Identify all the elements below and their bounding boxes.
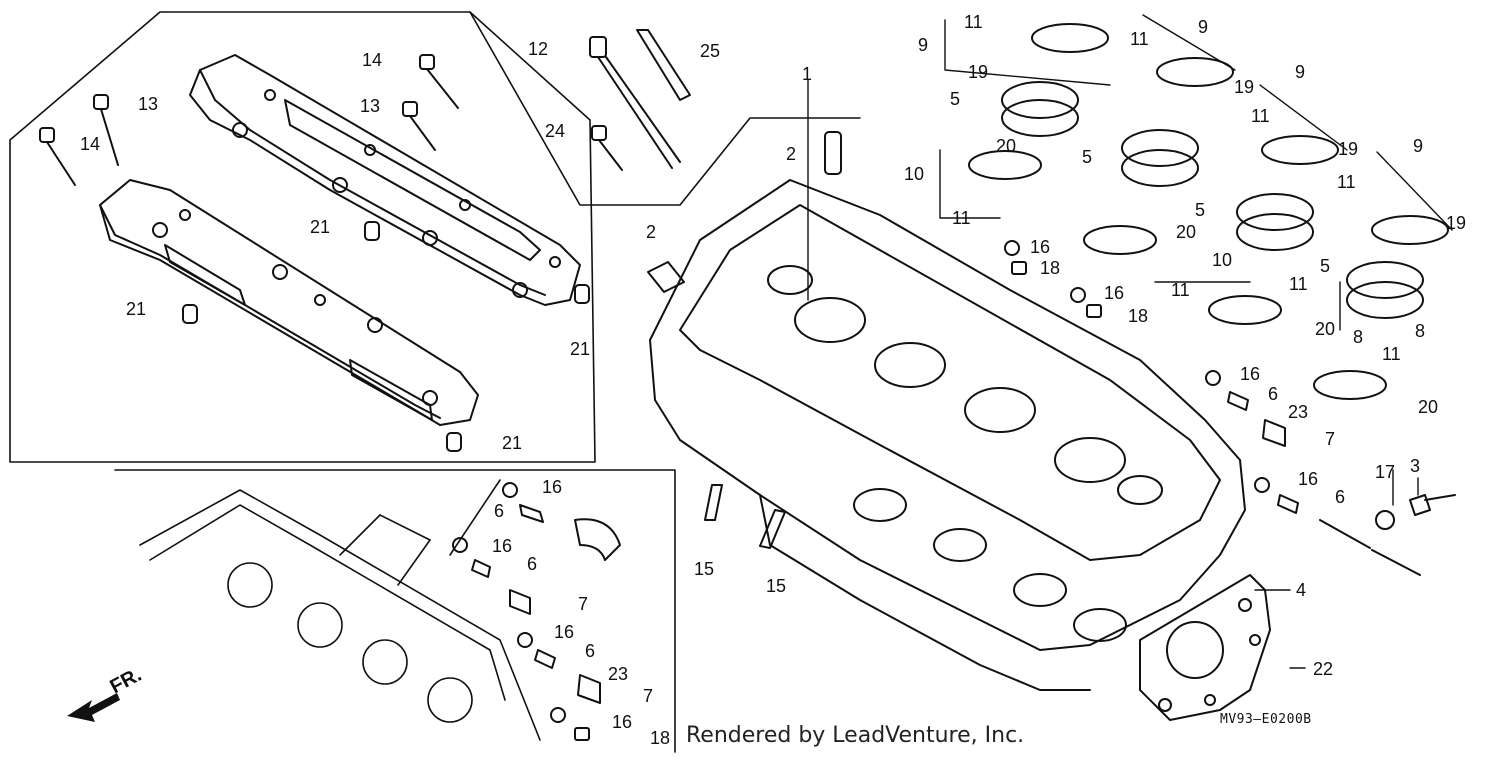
callout-c6e: 6: [585, 641, 595, 661]
callout-c9b: 9: [1198, 17, 1208, 37]
drawing-code: MV93—E0200B: [1220, 712, 1312, 727]
holder-group-outline: [9, 11, 596, 463]
callout-c20b: 20: [1176, 222, 1196, 242]
lower-group-outline: [114, 469, 676, 753]
front-arrow-icon: [67, 693, 120, 722]
callout-c13a: 13: [138, 94, 158, 114]
callout-c10a: 10: [904, 164, 924, 184]
callout-c9c: 9: [1295, 62, 1305, 82]
callout-c2a: 2: [786, 144, 796, 164]
callout-c23b: 23: [608, 664, 628, 684]
callout-c21b: 21: [126, 299, 146, 319]
callout-c25: 25: [700, 41, 720, 61]
callout-c23a: 23: [1288, 402, 1308, 422]
callout-c5a: 5: [950, 89, 960, 109]
callout-c2b: 2: [646, 222, 656, 242]
callout-c12: 12: [528, 39, 548, 59]
callout-c5c: 5: [1195, 200, 1205, 220]
callout-c6d: 6: [527, 554, 537, 574]
head-gasket: [1139, 574, 1271, 721]
callout-c18c: 18: [650, 728, 670, 748]
callout-c11b: 11: [952, 208, 971, 228]
bolt-group-outline: [469, 11, 861, 206]
callout-c6c: 6: [494, 501, 504, 521]
callout-c11c: 11: [1130, 29, 1149, 49]
holder-dowels: [182, 221, 590, 452]
callout-c9a: 9: [918, 35, 928, 55]
callout-c7a: 7: [1325, 429, 1335, 449]
callout-c16a: 16: [1030, 237, 1050, 257]
valve-train-right: [1004, 240, 1456, 576]
callout-c16c: 16: [1240, 364, 1260, 384]
callout-c19b: 19: [1234, 77, 1254, 97]
dowel-pins-2: [647, 131, 842, 293]
holder-bolts: [39, 54, 459, 186]
callout-c3: 3: [1410, 456, 1420, 476]
callout-c21c: 21: [570, 339, 590, 359]
callout-c11a: 11: [964, 12, 983, 32]
callout-c19a: 19: [968, 62, 988, 82]
callout-c16h: 16: [612, 712, 632, 732]
callout-c22: 22: [1313, 659, 1333, 679]
callout-c16f: 16: [492, 536, 512, 556]
camshaft-holder-upper: [189, 54, 581, 306]
studs-15: [704, 484, 786, 549]
callout-c7b: 7: [578, 594, 588, 614]
callout-c20d: 20: [1418, 397, 1438, 417]
callout-c16d: 16: [1298, 469, 1318, 489]
long-bolt-and-plugs: [589, 29, 691, 171]
callout-c11d: 11: [1251, 106, 1270, 126]
cylinder-head: [649, 179, 1246, 691]
callout-c11h: 11: [1382, 344, 1401, 364]
callout-c1: 1: [802, 64, 812, 84]
front-direction-indicator: FR.: [62, 664, 162, 728]
callout-c19c: 19: [1338, 139, 1358, 159]
callout-c8b: 8: [1415, 321, 1425, 341]
callout-c5d: 5: [1320, 256, 1330, 276]
callout-c21d: 21: [502, 433, 522, 453]
callout-c16b: 16: [1104, 283, 1124, 303]
callout-c17: 17: [1375, 462, 1395, 482]
callout-c15b: 15: [766, 576, 786, 596]
leader-lines: [807, 14, 1453, 669]
callout-c4: 4: [1296, 580, 1306, 600]
callout-c20a: 20: [996, 136, 1016, 156]
callout-c21a: 21: [310, 217, 330, 237]
callout-c6a: 6: [1268, 384, 1278, 404]
callout-c8a: 8: [1353, 327, 1363, 347]
callout-c15a: 15: [694, 559, 714, 579]
callout-c18a: 18: [1040, 258, 1060, 278]
valve-train-left: [452, 482, 621, 741]
callout-c19d: 19: [1446, 213, 1466, 233]
valve-cover-gasket: [139, 479, 541, 741]
callout-c20c: 20: [1315, 319, 1335, 339]
callout-c10b: 10: [1212, 250, 1232, 270]
callout-c16e: 16: [542, 477, 562, 497]
callout-c11g: 11: [1289, 274, 1308, 294]
callout-c7c: 7: [643, 686, 653, 706]
carburetor-insulators: [1001, 81, 1424, 319]
callout-c14a: 14: [80, 134, 100, 154]
callout-c18b: 18: [1128, 306, 1148, 326]
callout-c13b: 13: [360, 96, 380, 116]
camshaft-holder-lower: [99, 179, 479, 426]
callout-c5b: 5: [1082, 147, 1092, 167]
callout-c14b: 14: [362, 50, 382, 70]
rendered-by-caption: Rendered by LeadVenture, Inc.: [686, 723, 1025, 748]
insulator-clamps: [968, 23, 1449, 400]
callout-c9d: 9: [1413, 136, 1423, 156]
callout-c11e: 11: [1337, 172, 1356, 192]
callout-c16g: 16: [554, 622, 574, 642]
callout-c6b: 6: [1335, 487, 1345, 507]
callout-c24: 24: [545, 121, 565, 141]
callout-c11f: 11: [1171, 280, 1190, 300]
